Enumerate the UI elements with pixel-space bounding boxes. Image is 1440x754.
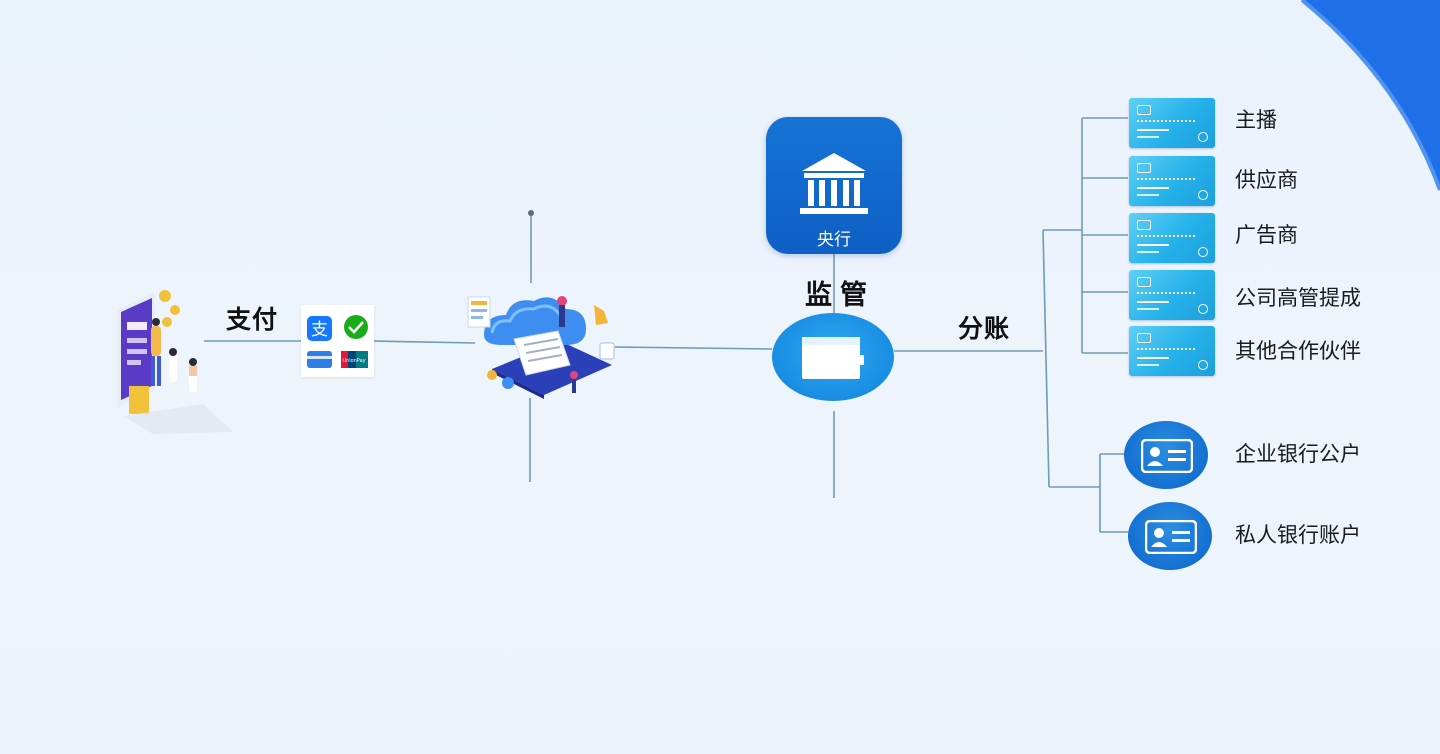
card-number xyxy=(1137,120,1195,122)
card-line xyxy=(1137,251,1159,253)
card-circle xyxy=(1198,190,1208,200)
central-bank-box: 央行 xyxy=(766,117,902,254)
card-number xyxy=(1137,235,1195,237)
recipient-card-4 xyxy=(1129,270,1215,320)
account-label: 企业银行公户 xyxy=(1235,442,1361,466)
recipient-label: 供应商 xyxy=(1235,168,1298,192)
card-line xyxy=(1137,364,1159,366)
payment-methods-panel: 支 UnionPay xyxy=(301,305,374,377)
account-node-1 xyxy=(1124,421,1208,489)
svg-text:支: 支 xyxy=(311,320,328,340)
escrow-account-node xyxy=(772,313,894,401)
card-line xyxy=(1137,244,1169,246)
central-bank-label: 央行 xyxy=(817,230,851,250)
card-number xyxy=(1137,178,1195,180)
cloud-platform-illustration xyxy=(467,296,615,399)
account-label: 私人银行账户 xyxy=(1235,523,1361,547)
recipient-label: 公司高管提成 xyxy=(1235,286,1361,310)
recipient-card-1 xyxy=(1129,98,1215,148)
wallet-icon xyxy=(802,337,864,379)
bank-card-icon xyxy=(307,351,332,368)
alipay-icon: 支 xyxy=(307,316,332,341)
recipient-card-3 xyxy=(1129,213,1215,263)
split-label: 分账 xyxy=(958,314,1011,343)
corner-decoration xyxy=(1300,0,1440,191)
recipient-card-2 xyxy=(1129,156,1215,206)
pay-label: 支付 xyxy=(226,305,279,334)
unionpay-text: UnionPay xyxy=(342,358,365,364)
card-circle xyxy=(1198,132,1208,142)
card-circle xyxy=(1198,247,1208,257)
card-line xyxy=(1137,308,1159,310)
bank-building-icon xyxy=(800,153,868,214)
shopper-illustration xyxy=(117,290,233,434)
card-line xyxy=(1137,187,1169,189)
card-circle xyxy=(1198,304,1208,314)
card-chip xyxy=(1137,105,1151,115)
recipient-label: 主播 xyxy=(1235,108,1277,132)
card-line xyxy=(1137,136,1159,138)
payment-icons: 支 UnionPay xyxy=(307,315,368,368)
id-card-icon xyxy=(1145,520,1197,554)
supervision-label: 监管 xyxy=(805,280,875,311)
card-line xyxy=(1137,301,1169,303)
wechat-pay-icon xyxy=(344,315,368,339)
recipient-card-5 xyxy=(1129,326,1215,376)
card-line xyxy=(1137,357,1169,359)
recipient-label: 其他合作伙伴 xyxy=(1235,339,1361,363)
card-chip xyxy=(1137,277,1151,287)
card-number xyxy=(1137,348,1195,350)
card-chip xyxy=(1137,163,1151,173)
card-chip xyxy=(1137,333,1151,343)
card-line xyxy=(1137,129,1169,131)
unionpay-icon: UnionPay xyxy=(341,351,368,368)
account-node-2 xyxy=(1128,502,1212,570)
card-chip xyxy=(1137,220,1151,230)
card-circle xyxy=(1198,360,1208,370)
card-line xyxy=(1137,194,1159,196)
id-card-icon xyxy=(1141,439,1193,473)
recipient-label: 广告商 xyxy=(1235,223,1298,247)
card-number xyxy=(1137,292,1195,294)
